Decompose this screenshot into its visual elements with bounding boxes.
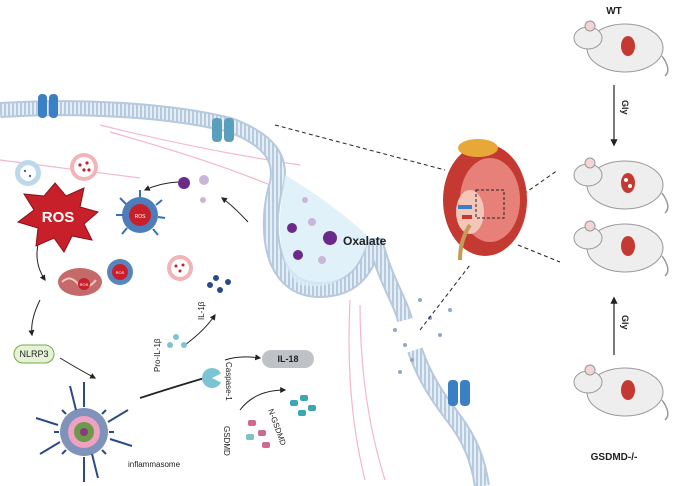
gly-label-bottom: Gly [620, 315, 630, 330]
mitochondria-icon: ROS [58, 268, 102, 296]
il1b-particles [207, 275, 231, 293]
cell-membrane [0, 100, 490, 486]
pro-il1b-label: Pro-IL-1β [153, 338, 162, 372]
gsdmd-ko-label: GSDMD-/- [591, 452, 638, 463]
arrow-pro-il1b-to-il1b [184, 314, 216, 346]
inflammasome-icon [35, 382, 133, 482]
ros-cluster-icon-2: ROS [107, 259, 133, 285]
channel-bottom [448, 380, 470, 406]
gsdmd-label: GSDMD [222, 426, 231, 456]
lysosome-icon [15, 160, 41, 186]
il18-badge [262, 350, 314, 368]
gly-label-top: Gly [620, 100, 630, 115]
n-gsdmd-fragments [290, 395, 316, 416]
vesicle-icon [70, 153, 98, 181]
ros-small-label-3: ROS [116, 270, 125, 275]
vesicle-icon-2 [167, 255, 193, 281]
il18-label: IL-18 [277, 354, 298, 364]
inflammasome-label: inflammasome [128, 460, 181, 469]
channel-top [212, 118, 234, 142]
kidney-icon [443, 139, 527, 261]
arrow-nlrp3-to-inflammasome [59, 357, 97, 379]
arrow-to-ros-cluster [143, 181, 179, 191]
arrow-gsdmd-to-ngsdmd [239, 387, 287, 411]
n-gsdmd-label: N-GSDMD [266, 408, 288, 447]
oxalate-label: Oxalate [343, 234, 387, 248]
mouse-treated-1-icon [573, 157, 669, 214]
nlrp3-badge [13, 344, 55, 364]
channel-top-left [38, 94, 58, 118]
mouse-treated-2-icon [573, 220, 669, 277]
membrane-debris [393, 298, 452, 374]
caspase1-label: Caspase-1 [224, 362, 233, 401]
ros-cluster-icon: ROS [116, 190, 166, 236]
arrow-oxalate-to-cell [221, 197, 249, 223]
ros-small-label-1: ROS [135, 214, 147, 220]
pro-il1b-particles [167, 334, 187, 348]
arrow-caspase-to-il18 [224, 354, 262, 361]
gsdmd-fragments [246, 420, 270, 448]
wt-label: WT [606, 6, 622, 17]
mouse-wt-icon [573, 20, 669, 77]
mouse-gsdmd-ko-icon [573, 364, 669, 421]
arrow-mito-to-nlrp3 [28, 299, 41, 337]
pink-fibers [0, 124, 386, 481]
nlrp3-label: NLRP3 [19, 349, 48, 359]
oxalate-pocket [280, 175, 370, 287]
oxalate-particles [178, 175, 337, 264]
ros-small-label-2: ROS [80, 282, 89, 287]
il1b-label: IL-1β [197, 301, 206, 320]
ros-starburst-icon [16, 182, 100, 253]
ros-label: ROS [42, 209, 75, 226]
caspase1-icon [202, 368, 224, 388]
